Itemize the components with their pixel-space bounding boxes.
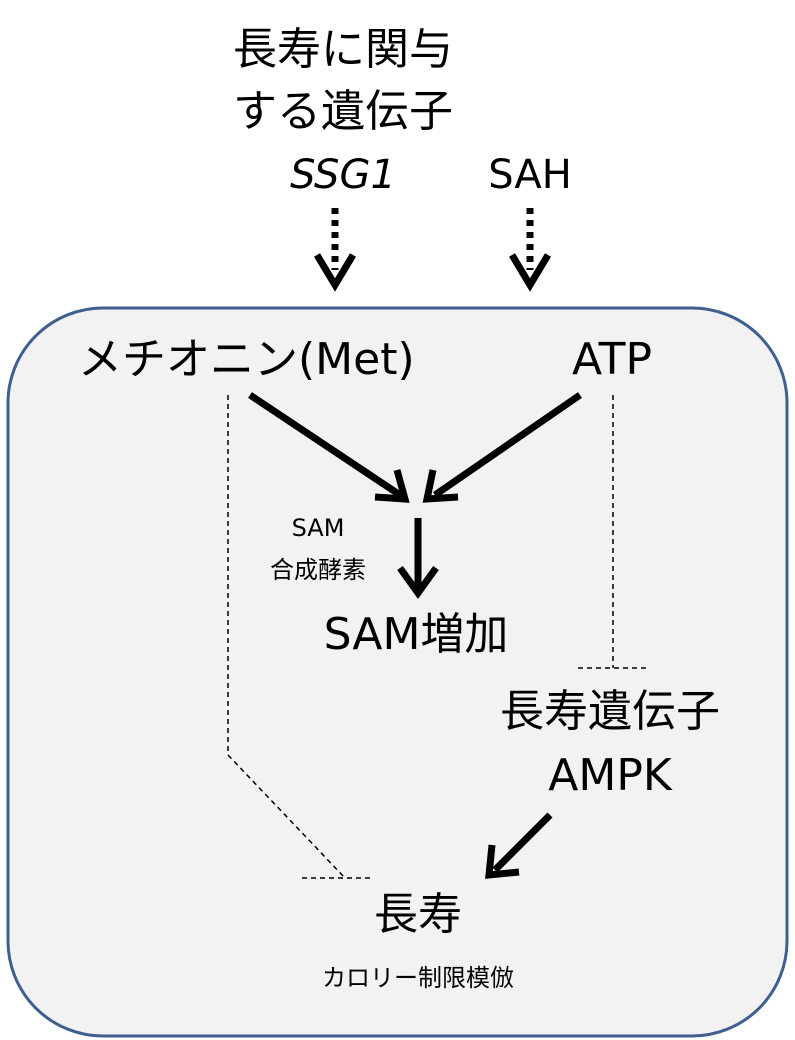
sam-increase-label: SAM増加 bbox=[323, 609, 509, 660]
arrow-enzyme-to-sam-increase bbox=[397, 518, 439, 599]
longevity-label: 長寿 bbox=[374, 889, 462, 940]
arrow-ampk-to-longevity bbox=[485, 812, 553, 879]
gene-label-line1: 長寿に関与 bbox=[233, 24, 453, 75]
caption-calorie-restriction: カロリー制限模倣 bbox=[322, 964, 514, 992]
dotted-arrow-sah bbox=[508, 208, 552, 292]
gene-name-ssg1: SSG1 bbox=[290, 152, 396, 198]
dashed-met-to-longevity bbox=[227, 395, 372, 879]
enzyme-label-line2: 合成酵素 bbox=[270, 556, 366, 584]
dashed-atp-to-ampk bbox=[578, 395, 650, 669]
arrow-met-to-sam bbox=[248, 392, 410, 503]
methionine-label: メチオニン(Met) bbox=[78, 334, 415, 385]
cell-box bbox=[6, 306, 789, 1038]
sah-label: SAH bbox=[488, 152, 572, 198]
gene-label-line2: する遺伝子 bbox=[233, 86, 453, 137]
enzyme-label-line1: SAM bbox=[291, 514, 345, 542]
dotted-arrow-ssg1 bbox=[313, 208, 357, 292]
arrow-atp-to-sam bbox=[422, 392, 582, 503]
longevity-gene-label: 長寿遺伝子 bbox=[500, 686, 720, 737]
atp-label: ATP bbox=[571, 334, 653, 385]
ampk-label: AMPK bbox=[548, 750, 672, 801]
